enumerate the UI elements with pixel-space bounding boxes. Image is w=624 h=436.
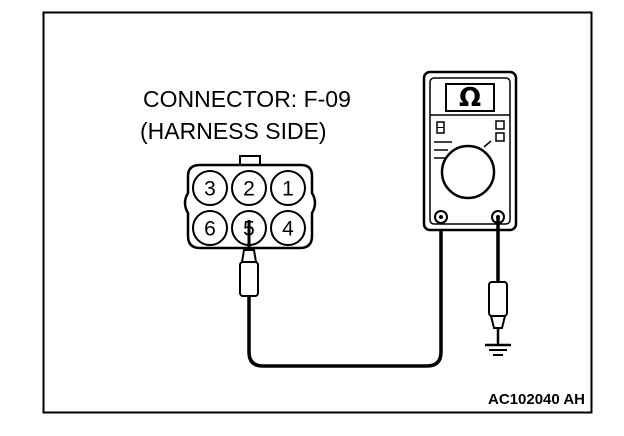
ohmmeter-display (445, 83, 495, 112)
test-lead-wire (247, 218, 443, 368)
pin-6 (192, 210, 228, 246)
meter-selector-dial (440, 144, 496, 200)
ground-probe (488, 281, 508, 345)
pin-3 (192, 170, 228, 206)
pin-label-1: 1 (282, 178, 294, 201)
meter-switch-right-top (495, 120, 505, 130)
pin-1 (270, 170, 306, 206)
meter-switch-right-bottom (495, 132, 505, 142)
harness-side-label: (HARNESS SIDE) (140, 118, 327, 144)
probe-pin5 (239, 220, 259, 297)
figure-frame (42, 11, 593, 414)
figure-code: AC102040 AH (488, 391, 585, 408)
ohmmeter-inner-frame (429, 77, 511, 225)
connector-f09: 3 2 1 6 5 4 (183, 155, 317, 250)
pin-2 (231, 170, 267, 206)
ohmmeter: Ω (422, 70, 518, 232)
connector-latch (239, 155, 261, 166)
connector-label: CONNECTOR: F-09 (143, 86, 351, 112)
pin-label-6: 6 (204, 218, 216, 241)
pin-label-4: 4 (282, 218, 294, 241)
ohm-symbol-icon: Ω (459, 83, 481, 113)
pin-label-3: 3 (204, 178, 216, 201)
pin-label-2: 2 (243, 178, 255, 201)
ground-icon (485, 343, 511, 356)
pin-4 (270, 210, 306, 246)
